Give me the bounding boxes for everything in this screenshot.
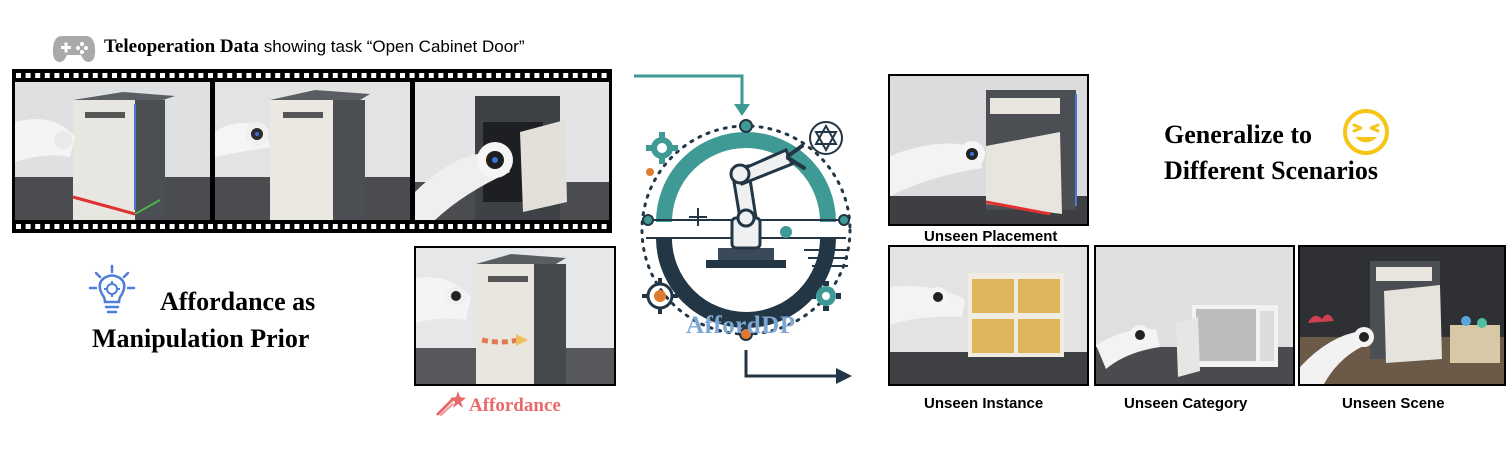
unseen-placement-image bbox=[888, 74, 1089, 226]
teleop-frame-2 bbox=[215, 82, 410, 220]
label-unseen-placement: Unseen Placement bbox=[924, 228, 1058, 245]
flow-arrow-in bbox=[634, 74, 750, 116]
laughing-emoji-icon bbox=[1342, 108, 1390, 156]
unseen-category-image bbox=[1094, 245, 1295, 386]
teleop-frame-3 bbox=[415, 82, 609, 220]
header-title-bold: Teleoperation Data bbox=[104, 36, 259, 57]
label-unseen-instance: Unseen Instance bbox=[924, 395, 1044, 412]
film-strip bbox=[12, 69, 612, 233]
affordance-image bbox=[414, 246, 616, 386]
label-unseen-category: Unseen Category bbox=[1124, 395, 1248, 412]
afforddp-logo bbox=[636, 110, 856, 350]
label-unseen-scene: Unseen Scene bbox=[1342, 395, 1445, 412]
prior-line-2: Manipulation Prior bbox=[92, 324, 310, 353]
unseen-scene-image bbox=[1298, 245, 1506, 386]
affordance-label: Affordance bbox=[469, 395, 561, 416]
generalize-line-2: Different Scenarios bbox=[1164, 156, 1378, 185]
gamepad-icon bbox=[52, 30, 96, 66]
header-title: Teleoperation Data showing task “Open Ca… bbox=[104, 36, 525, 58]
teleop-frame-1 bbox=[15, 82, 210, 220]
unseen-instance-image bbox=[888, 245, 1089, 386]
bulb-icon bbox=[88, 264, 136, 318]
shooting-star-icon bbox=[436, 390, 466, 416]
header-title-rest: showing task “Open Cabinet Door” bbox=[258, 37, 525, 56]
prior-line-1: Affordance as bbox=[160, 287, 316, 316]
generalize-line-1: Generalize to bbox=[1164, 120, 1312, 149]
flow-arrow-out bbox=[744, 350, 852, 384]
logo-text: AffordDP bbox=[686, 312, 796, 339]
